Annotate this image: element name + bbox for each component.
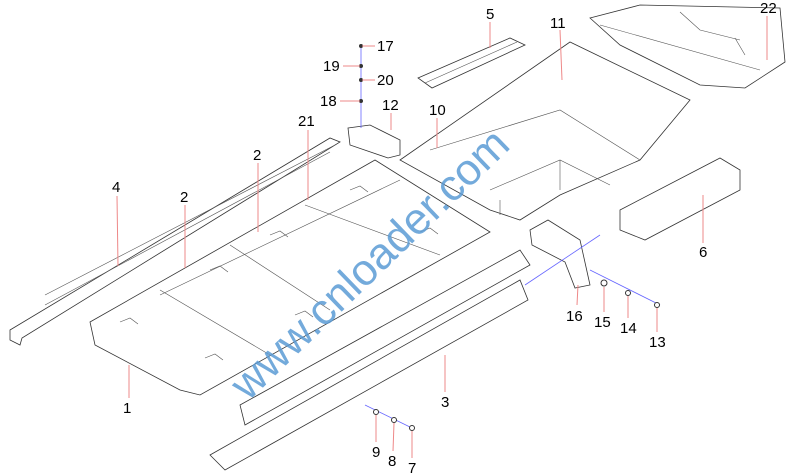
part-12-bracket [347,124,401,159]
part-22-cover [589,4,786,89]
part-5-detail [424,41,518,84]
fastener-stack [359,44,363,103]
callout-9: 9 [372,444,380,461]
fastener-parts [373,279,660,431]
callout-13: 13 [649,334,666,351]
callout-20: 20 [377,72,394,89]
callout-1: 1 [123,400,131,417]
leader-lines [116,16,768,458]
part-3-side [239,249,531,426]
part-3-rail [209,279,529,471]
part-1-floor-plate [89,159,491,396]
part-22-detail [599,11,761,71]
part-11-tray [399,41,691,221]
callout-15: 15 [594,314,611,331]
callout-19: 19 [323,58,340,75]
callout-10: 10 [429,102,446,119]
callout-14: 14 [620,320,637,337]
plate-hinges [119,185,439,361]
callout-4: 4 [112,179,120,196]
part-16-bracket [529,219,591,289]
callout-21: 21 [298,113,315,130]
callout-17: 17 [377,38,394,55]
callout-2-upper: 2 [253,147,261,164]
floor-plate-seams [159,179,441,356]
callout-3: 3 [441,394,449,411]
callout-5: 5 [486,6,494,23]
callout-11: 11 [550,15,566,32]
callout-7: 7 [408,460,416,476]
callout-16: 16 [566,308,583,325]
part-6-channel [619,157,741,241]
part-11-detail [429,109,641,215]
callout-12: 12 [382,97,399,114]
part-4-detail [44,144,336,306]
fastener-axis-7-9 [364,404,413,429]
callout-8: 8 [388,453,396,470]
callout-22: 22 [760,0,777,17]
callout-6: 6 [699,244,707,261]
fastener-axis-13-16 [589,269,661,306]
callout-18: 18 [320,93,337,110]
callout-2-lower: 2 [180,189,188,206]
fastener-axis-16 [524,234,601,286]
